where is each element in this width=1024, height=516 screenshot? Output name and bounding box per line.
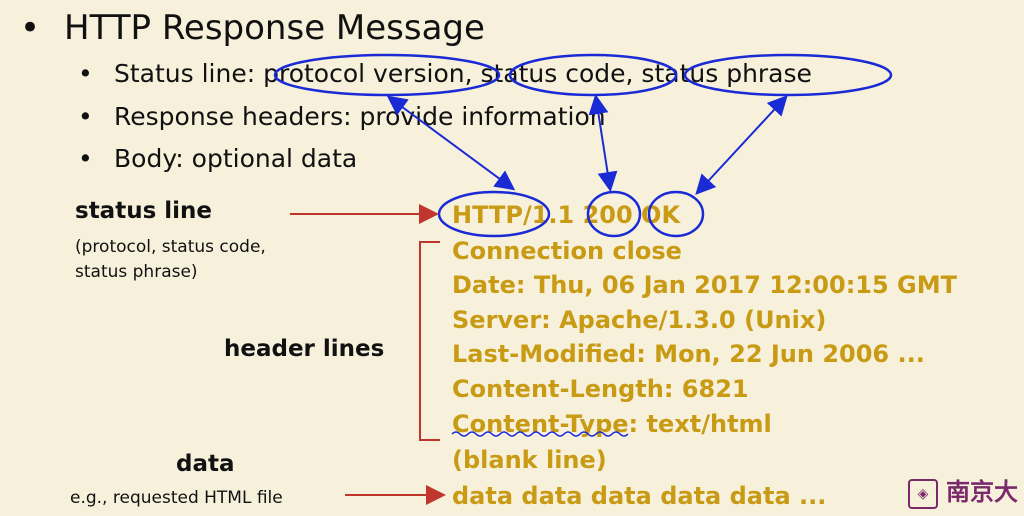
data-note: e.g., requested HTML file (70, 488, 283, 508)
crest-icon: ◈ (908, 478, 938, 509)
bullet-dot: • (78, 144, 93, 173)
title-text: HTTP Response Message (64, 8, 485, 48)
title-bullet: • (20, 8, 41, 48)
logo-text: 南京大 (946, 477, 1018, 506)
ellipse-code-200 (586, 190, 642, 238)
header-line: Date: Thu, 06 Jan 2017 12:00:15 GMT (452, 271, 958, 299)
bullet-response-headers: • Response headers: provide information (78, 101, 606, 133)
bullet-text: Body: optional data (114, 144, 358, 173)
response-status-line: HTTP/1.1 200 OK (452, 201, 681, 229)
status-line-label: status line (75, 198, 213, 224)
bullet-dot: • (78, 59, 93, 88)
ellipse-ok (647, 190, 705, 238)
status-line-note: (protocol, status code, (75, 237, 266, 257)
arrow-code (588, 94, 618, 192)
header-bracket (419, 241, 440, 441)
ellipse-status-code (508, 53, 678, 97)
blank-line: (blank line) (452, 446, 607, 474)
data-line: data data data data data ... (452, 482, 827, 510)
status-line-note: status phrase) (75, 262, 198, 282)
ellipse-protocol-version (273, 53, 501, 97)
slide-title: • HTTP Response Message (20, 8, 485, 48)
spellcheck-underline (451, 431, 629, 437)
ellipse-status-phrase (683, 53, 893, 97)
arrow-protocol (386, 95, 516, 191)
arrow-phrase (695, 95, 788, 195)
university-logo: ◈ 南京大 (908, 472, 1018, 509)
bullet-body: • Body: optional data (78, 143, 357, 175)
data-label: data (176, 451, 235, 477)
ellipse-http-version (437, 190, 551, 238)
header-line: Connection close (452, 237, 682, 265)
header-line: Content-Length: 6821 (452, 375, 749, 403)
header-line: Last-Modified: Mon, 22 Jun 2006 ... (452, 340, 925, 368)
header-line: Server: Apache/1.3.0 (Unix) (452, 306, 827, 334)
header-lines-label: header lines (224, 336, 385, 362)
bullet-dot: • (78, 102, 93, 131)
bullet-text: Response headers: provide information (114, 102, 606, 131)
